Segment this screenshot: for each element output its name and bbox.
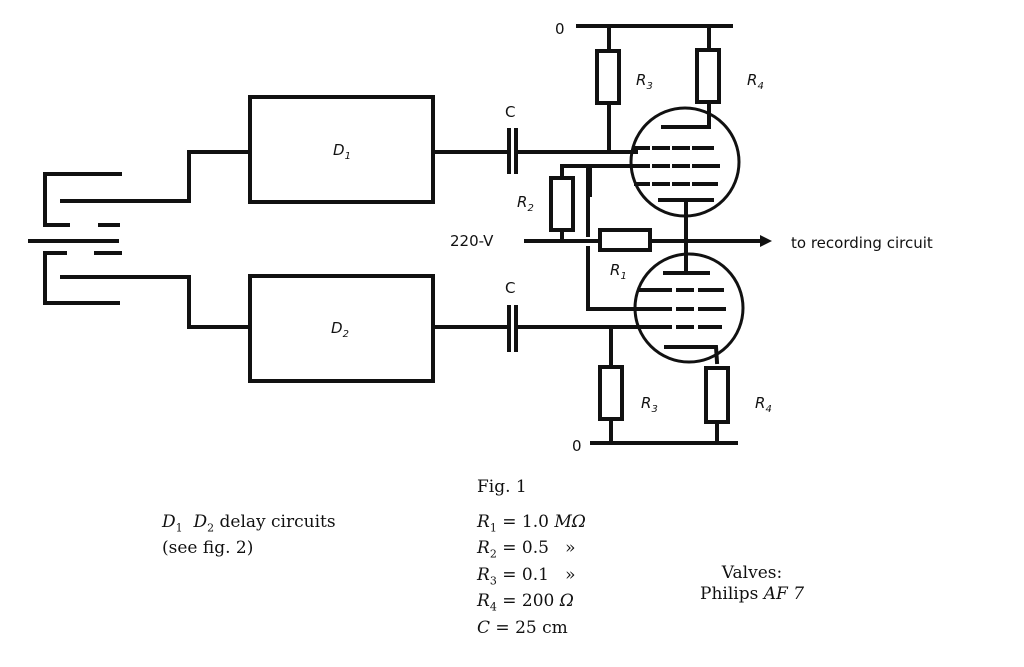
delay-block-d1 <box>248 95 435 204</box>
component-r1: R1 = 1.0 MΩ <box>477 512 586 535</box>
r2-label: R2 <box>517 193 534 214</box>
component-values: R1 = 1.0 MΩ R2 = 0.5 » R3 = 0.1 » R4 = 2… <box>477 512 586 639</box>
r1-label: R1 <box>610 261 627 282</box>
resistor-r4-bottom <box>704 366 730 424</box>
delay-legend: D1 D2 delay circuits (see fig. 2) <box>162 512 336 559</box>
output-arrow-icon <box>760 235 772 247</box>
r3-bottom-label: R3 <box>641 394 658 415</box>
figure-caption: Fig. 1 <box>477 477 527 497</box>
zero-top-label: 0 <box>555 20 565 38</box>
d1-label: D1 <box>333 141 351 162</box>
zero-bottom-label: 0 <box>572 437 582 455</box>
component-r3: R3 = 0.1 » <box>477 564 576 588</box>
wire-to-d2 <box>60 275 252 329</box>
voltage-label: 220-V <box>450 232 494 250</box>
valve-bottom <box>633 252 745 365</box>
component-r4: R4 = 200 Ω <box>477 591 574 614</box>
wire-to-d1 <box>60 150 252 203</box>
c-bottom-label: C <box>505 279 515 297</box>
d2-label: D2 <box>331 319 349 340</box>
output-label: to recording circuit <box>791 234 933 252</box>
resistor-r4-top <box>695 48 721 104</box>
component-r2: R2 = 0.5 » <box>477 538 576 561</box>
capacitor-top <box>507 128 518 174</box>
capacitor-bottom <box>507 305 518 352</box>
battery-symbol <box>28 172 122 305</box>
resistor-r3-bottom <box>598 365 624 421</box>
r4-top-label: R4 <box>747 71 764 92</box>
resistor-r3-top <box>595 49 621 105</box>
resistor-r2 <box>549 176 575 232</box>
valves-note: Valves: Philips AF 7 <box>700 563 805 604</box>
component-c: C = 25 cm <box>477 617 568 638</box>
c-top-label: C <box>505 103 515 121</box>
r4-bottom-label: R4 <box>755 394 772 415</box>
resistor-r1 <box>598 228 652 252</box>
r3-top-label: R3 <box>636 71 653 92</box>
